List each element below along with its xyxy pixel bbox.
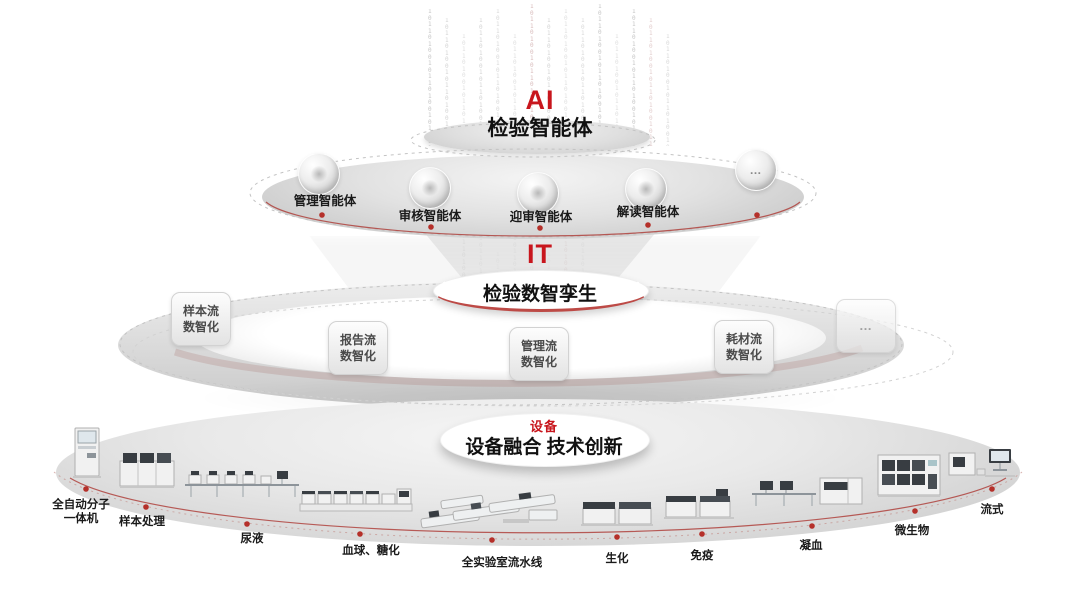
device-tier-title: 设备融合 技术创新 xyxy=(465,437,623,458)
machine-coagulation-station xyxy=(750,472,864,513)
management-agent-icon xyxy=(309,165,329,183)
audit-agent-icon xyxy=(420,179,440,197)
binary-rain-column: 10110100101101001011010010110100101101 xyxy=(666,34,670,146)
device-item-label: 全实验室流水线 xyxy=(461,557,543,569)
ai-item-label: 迎审智能体 xyxy=(509,210,573,224)
management-agent-sphere xyxy=(298,153,340,195)
device-item-label: 全自动分子 一体机 xyxy=(52,499,110,526)
interpretation-agent-icon xyxy=(636,180,656,198)
device-item-label: 血球、糖化 xyxy=(342,545,400,557)
device-tier-tag: 设备 xyxy=(529,419,558,434)
machine-flow-cytometry-workstation xyxy=(947,445,1017,486)
it-tier-tag: IT xyxy=(527,239,553,269)
audit-agent-sphere xyxy=(409,167,451,209)
more-agents-ellipsis: … xyxy=(749,163,763,177)
ai-tier-title: 检验智能体 xyxy=(487,117,593,140)
it-title-ellipse xyxy=(433,270,649,312)
device-item-label: 免疫 xyxy=(690,550,714,562)
it-item-more: … xyxy=(836,299,896,353)
machine-sample-processing xyxy=(119,450,175,495)
device-item-label: 微生物 xyxy=(894,525,930,537)
machine-molecular-analyzer xyxy=(72,427,102,484)
machine-immunoassay-analyzer xyxy=(664,489,734,526)
more-agents-sphere: … xyxy=(735,149,777,191)
ai-item-label: 管理智能体 xyxy=(293,194,357,208)
machine-microbiology-system xyxy=(877,453,941,504)
it-item-label: 样本流 数智化 xyxy=(182,303,219,334)
device-item-label: 样本处理 xyxy=(119,516,165,528)
it-item-sample-flow: 样本流 数智化 xyxy=(171,292,231,346)
inspection-agent-icon xyxy=(528,184,548,202)
it-item-label: 耗材流 数智化 xyxy=(725,331,762,362)
ai-item-label: 解读智能体 xyxy=(616,205,680,219)
device-title-ellipse xyxy=(440,413,650,467)
ai-item-label: 审核智能体 xyxy=(398,209,462,223)
it-item-label: … xyxy=(859,318,873,334)
it-tier-title: 检验数智孪生 xyxy=(482,284,597,305)
it-item-consumables-flow: 耗材流 数智化 xyxy=(714,320,774,374)
machine-lab-automation-line xyxy=(419,489,563,536)
it-item-label: 报告流 数智化 xyxy=(339,332,376,363)
machine-biochemistry-analyzer xyxy=(581,497,653,534)
binary-rain-column: 10110100101101001011010010110100101101 xyxy=(649,18,653,146)
device-item-label: 生化 xyxy=(605,553,629,565)
interpretation-agent-sphere xyxy=(625,168,667,210)
it-item-label: 管理流 数智化 xyxy=(520,338,557,369)
machine-hematology-line xyxy=(299,486,413,521)
device-item-label: 凝血 xyxy=(799,540,823,552)
machine-urinalysis-bench xyxy=(183,466,301,503)
it-item-report-flow: 报告流 数智化 xyxy=(328,321,388,375)
device-item-label: 流式 xyxy=(980,504,1004,516)
it-item-management-flow: 管理流 数智化 xyxy=(509,327,569,381)
ai-tier-tag: AI xyxy=(525,85,555,115)
inspection-agent-sphere xyxy=(517,172,559,214)
device-item-label: 尿液 xyxy=(240,533,264,545)
